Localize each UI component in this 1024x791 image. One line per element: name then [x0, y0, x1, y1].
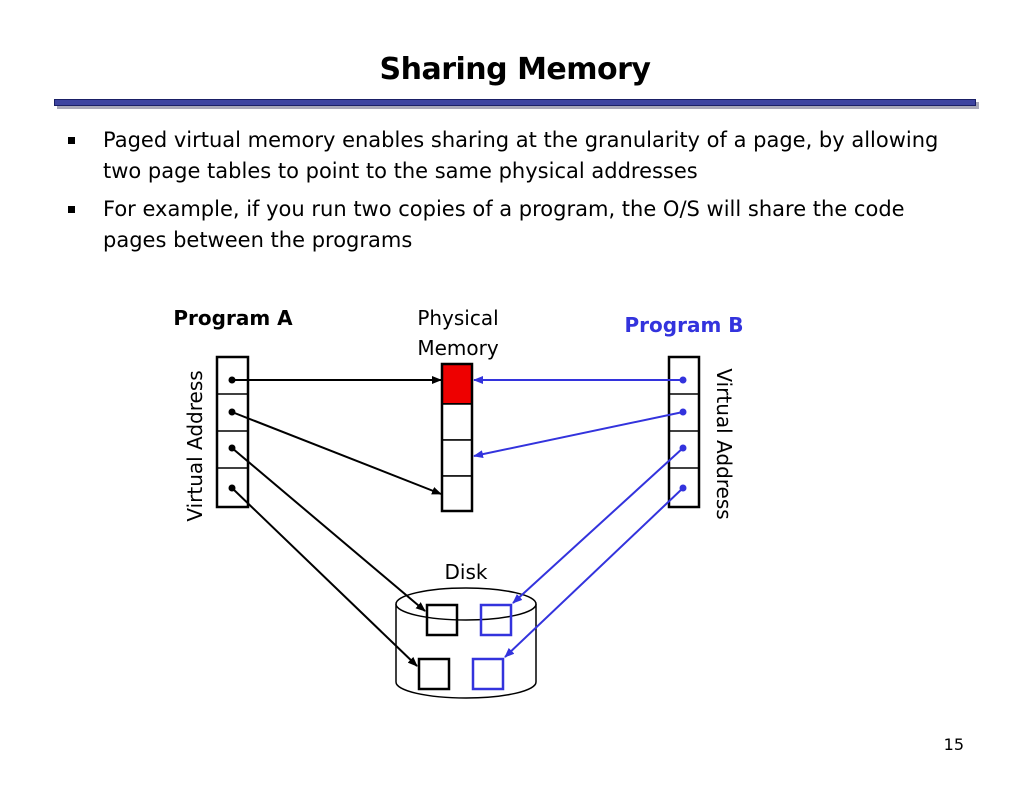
physical-memory-label-line2: Memory	[417, 336, 499, 360]
physical-memory-block	[440, 362, 474, 513]
physical-memory-label-line1: Physical	[417, 306, 498, 330]
arrow-a-to-disk-page-2	[231, 487, 418, 667]
program-a-label: Program A	[173, 306, 293, 330]
square-bullet-icon	[68, 137, 75, 144]
bullet-text: For example, if you run two copies of a …	[103, 197, 905, 252]
virtual-address-label-right: Virtual Address	[712, 368, 736, 519]
title-divider	[54, 99, 976, 106]
disk-page-a2	[417, 657, 451, 691]
disk-label: Disk	[445, 560, 488, 584]
bullet-item: For example, if you run two copies of a …	[66, 194, 966, 256]
program-b-page-table	[667, 355, 701, 509]
disk-page-a1	[425, 603, 459, 637]
bullet-text: Paged virtual memory enables sharing at …	[103, 128, 939, 183]
program-a-page-table	[215, 355, 250, 509]
square-bullet-icon	[68, 206, 75, 213]
arrow-b-to-disk-page-2	[504, 487, 684, 658]
disk-page-b1	[479, 603, 513, 637]
page-number: 15	[943, 735, 964, 754]
virtual-address-label-left: Virtual Address	[183, 370, 207, 521]
arrow-b-to-disk-page-1	[512, 447, 684, 604]
bullet-list: Paged virtual memory enables sharing at …	[66, 125, 966, 263]
shared-physical-page	[441, 363, 473, 405]
slide-title: Sharing Memory	[379, 52, 651, 87]
program-b-label: Program B	[625, 313, 744, 337]
bullet-item: Paged virtual memory enables sharing at …	[66, 125, 966, 187]
disk-page-b2	[471, 657, 505, 691]
program-b-mappings	[473, 376, 684, 658]
disk-cylinder	[395, 587, 537, 699]
arrow-a-to-physical-page	[231, 411, 442, 495]
arrow-a-to-disk-page-1	[231, 447, 426, 612]
program-a-mappings	[231, 376, 442, 667]
arrow-b-to-physical-page	[473, 411, 684, 459]
